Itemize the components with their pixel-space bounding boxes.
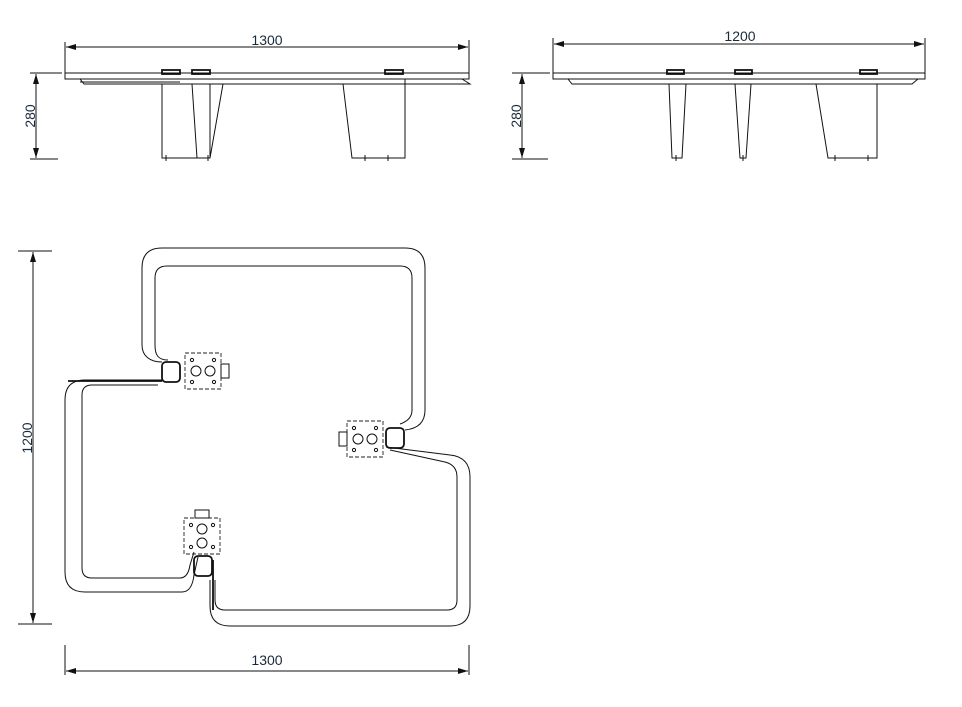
plan-width-label: 1300 (251, 652, 282, 668)
seat-panel-bottom-right (209, 446, 471, 627)
plan-height-label: 1200 (19, 422, 35, 453)
side-height-label: 280 (508, 104, 524, 128)
side-width-label: 1200 (724, 28, 755, 44)
side-view: 1200 280 (508, 28, 926, 161)
plan-view: 1200 1300 (18, 247, 471, 675)
front-height-label: 280 (22, 104, 38, 128)
leg-base-footprint (338, 420, 384, 458)
front-leg-right (342, 79, 406, 159)
seat-panel-top (141, 247, 426, 431)
front-view: 1300 280 (22, 32, 472, 161)
connector-post (385, 427, 405, 449)
connector-post (193, 555, 213, 577)
front-width-label: 1300 (251, 32, 282, 48)
leg-base-footprint (183, 509, 221, 555)
front-leg-left (161, 83, 224, 159)
connector-post (161, 361, 181, 383)
seat-panel-left (64, 379, 199, 593)
leg-base-footprint (184, 352, 230, 390)
tabletop (64, 72, 470, 80)
